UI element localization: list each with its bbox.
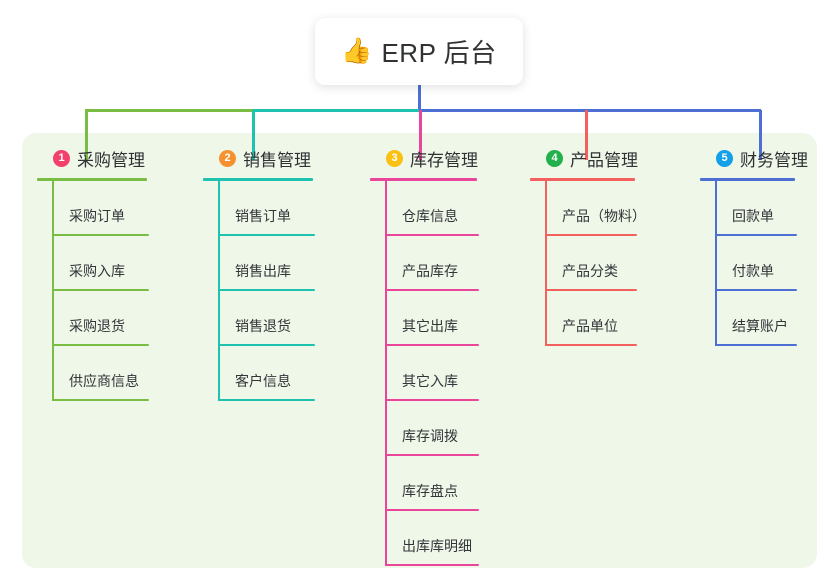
- leaf-underline: [385, 454, 479, 456]
- leaf-node-label: 产品库存: [402, 263, 458, 279]
- leaf-underline: [715, 344, 797, 346]
- leaf-underline: [545, 289, 637, 291]
- branch-title: 销售管理: [243, 150, 311, 170]
- leaf-node-label: 销售订单: [235, 208, 291, 224]
- leaf-node[interactable]: 供应商信息: [37, 346, 192, 401]
- leaf-node-label: 出库库明细: [402, 538, 472, 554]
- branch-header-4[interactable]: 4 产品管理: [530, 146, 680, 170]
- branch-spine: [385, 181, 387, 566]
- leaf-node-label: 库存盘点: [402, 483, 458, 499]
- leaf-node-label: 库存调拨: [402, 428, 458, 444]
- leaf-node[interactable]: 回款单: [700, 181, 839, 236]
- leaf-underline: [545, 234, 637, 236]
- leaf-node-label: 其它入库: [402, 373, 458, 389]
- leaf-node-label: 客户信息: [235, 373, 291, 389]
- leaf-node[interactable]: 结算账户: [700, 291, 839, 346]
- leaf-underline: [545, 344, 637, 346]
- diagram-background-panel: [22, 133, 817, 568]
- leaf-node[interactable]: 库存调拨: [370, 401, 522, 456]
- leaf-node[interactable]: 销售退货: [203, 291, 358, 346]
- leaf-node[interactable]: 产品单位: [530, 291, 680, 346]
- leaf-underline: [385, 399, 479, 401]
- leaf-underline: [218, 234, 315, 236]
- leaf-node[interactable]: 产品（物料）: [530, 181, 680, 236]
- leaf-node-label: 结算账户: [732, 318, 788, 334]
- branch-header-2[interactable]: 2 销售管理: [203, 146, 358, 170]
- leaf-underline: [385, 289, 479, 291]
- leaf-underline: [715, 234, 797, 236]
- leaf-node-label: 产品单位: [562, 318, 618, 334]
- leaf-node-label: 销售退货: [235, 318, 291, 334]
- leaf-node[interactable]: 其它出库: [370, 291, 522, 346]
- leaf-node[interactable]: 库存盘点: [370, 456, 522, 511]
- leaf-node[interactable]: 客户信息: [203, 346, 358, 401]
- leaf-node[interactable]: 产品库存: [370, 236, 522, 291]
- branch-column-4: 4 产品管理产品（物料） 产品分类产品单位: [530, 146, 680, 346]
- leaf-underline: [218, 399, 315, 401]
- branch-underline: [530, 178, 635, 181]
- branch-underline: [700, 178, 795, 181]
- leaf-node[interactable]: 采购订单: [37, 181, 192, 236]
- leaf-node[interactable]: 仓库信息: [370, 181, 522, 236]
- leaf-underline: [385, 509, 479, 511]
- branch-spine: [715, 181, 717, 346]
- branch-number-badge: 2: [219, 149, 236, 167]
- branch-underline: [37, 178, 147, 181]
- branch-number-badge: 3: [386, 149, 403, 167]
- leaf-underline: [385, 344, 479, 346]
- leaf-node-label: 仓库信息: [402, 208, 458, 224]
- leaf-node-label: 采购入库: [69, 263, 125, 279]
- branch-title: 财务管理: [740, 150, 808, 170]
- branch-underline: [203, 178, 313, 181]
- branch-header-3[interactable]: 3 库存管理: [370, 146, 522, 170]
- branch-title: 库存管理: [410, 150, 478, 170]
- leaf-node[interactable]: 产品分类: [530, 236, 680, 291]
- leaf-node-label: 销售出库: [235, 263, 291, 279]
- branch-column-5: 5 财务管理回款单付款单结算账户: [700, 146, 839, 346]
- leaf-node[interactable]: 出库库明细: [370, 511, 522, 566]
- leaf-node-label: 供应商信息: [69, 373, 139, 389]
- leaf-underline: [52, 344, 149, 346]
- leaf-underline: [218, 344, 315, 346]
- leaf-node[interactable]: 其它入库: [370, 346, 522, 401]
- leaf-node[interactable]: 销售订单: [203, 181, 358, 236]
- branch-header-5[interactable]: 5 财务管理: [700, 146, 839, 170]
- root-node[interactable]: 👍 ERP 后台: [315, 18, 523, 85]
- leaf-node[interactable]: 采购入库: [37, 236, 192, 291]
- branch-spine: [545, 181, 547, 346]
- branch-spine: [52, 181, 54, 401]
- thumbs-up-icon: 👍: [341, 37, 373, 65]
- leaf-node-label: 其它出库: [402, 318, 458, 334]
- leaf-underline: [52, 399, 149, 401]
- branch-number-badge: 1: [53, 149, 70, 167]
- branch-column-1: 1 采购管理采购订单采购入库采购退货供应商信息: [37, 146, 192, 401]
- leaf-node[interactable]: 付款单: [700, 236, 839, 291]
- leaf-node-label: 产品分类: [562, 263, 618, 279]
- leaf-node[interactable]: 采购退货: [37, 291, 192, 346]
- branch-title: 采购管理: [77, 150, 145, 170]
- leaf-node[interactable]: 销售出库: [203, 236, 358, 291]
- branch-column-3: 3 库存管理仓库信息产品库存其它出库其它入库库存调拨库存盘点出库库明细: [370, 146, 522, 566]
- leaf-underline: [218, 289, 315, 291]
- leaf-underline: [52, 289, 149, 291]
- leaf-underline: [715, 289, 797, 291]
- leaf-underline: [385, 564, 479, 566]
- branch-column-2: 2 销售管理销售订单销售出库销售退货客户信息: [203, 146, 358, 401]
- root-node-title: ERP 后台: [381, 38, 497, 68]
- branch-title: 产品管理: [570, 150, 638, 170]
- leaf-node-label: 产品（物料）: [562, 208, 646, 224]
- leaf-node-label: 付款单: [732, 263, 774, 279]
- branch-underline: [370, 178, 477, 181]
- leaf-node-label: 采购订单: [69, 208, 125, 224]
- branch-spine: [218, 181, 220, 401]
- branch-number-badge: 5: [716, 149, 733, 167]
- branch-number-badge: 4: [546, 149, 563, 167]
- leaf-node-label: 回款单: [732, 208, 774, 224]
- leaf-underline: [385, 234, 479, 236]
- leaf-node-label: 采购退货: [69, 318, 125, 334]
- branch-header-1[interactable]: 1 采购管理: [37, 146, 192, 170]
- leaf-underline: [52, 234, 149, 236]
